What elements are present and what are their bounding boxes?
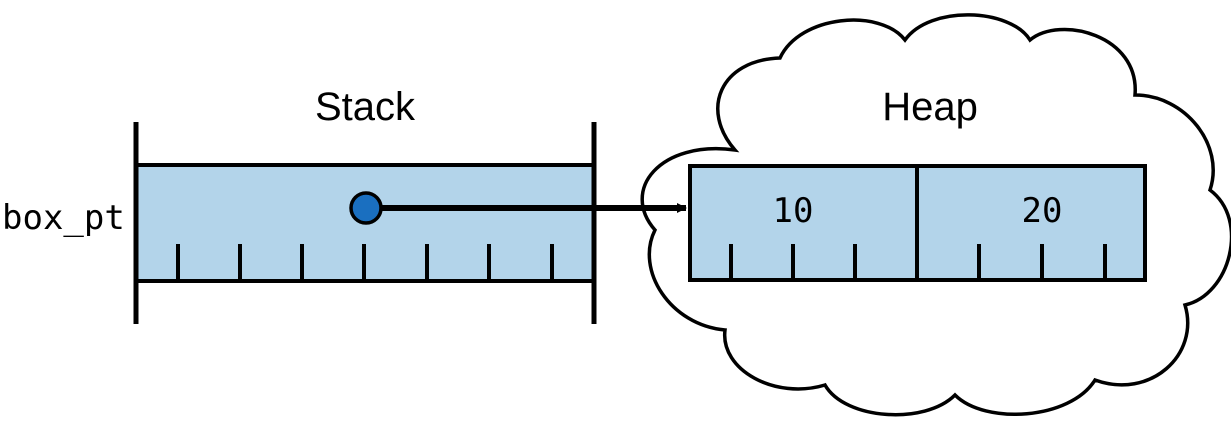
heap-block bbox=[688, 164, 1147, 282]
stack-tick-marks bbox=[176, 244, 554, 281]
heap-value-2: 20 bbox=[1022, 191, 1063, 231]
heap-title: Heap bbox=[882, 85, 978, 129]
heap-tick-marks bbox=[729, 244, 1107, 280]
pointer-dot bbox=[349, 191, 383, 225]
stack-title: Stack bbox=[315, 85, 416, 129]
heap-value-1: 10 bbox=[773, 191, 814, 231]
variable-label: box_pt bbox=[2, 198, 125, 238]
